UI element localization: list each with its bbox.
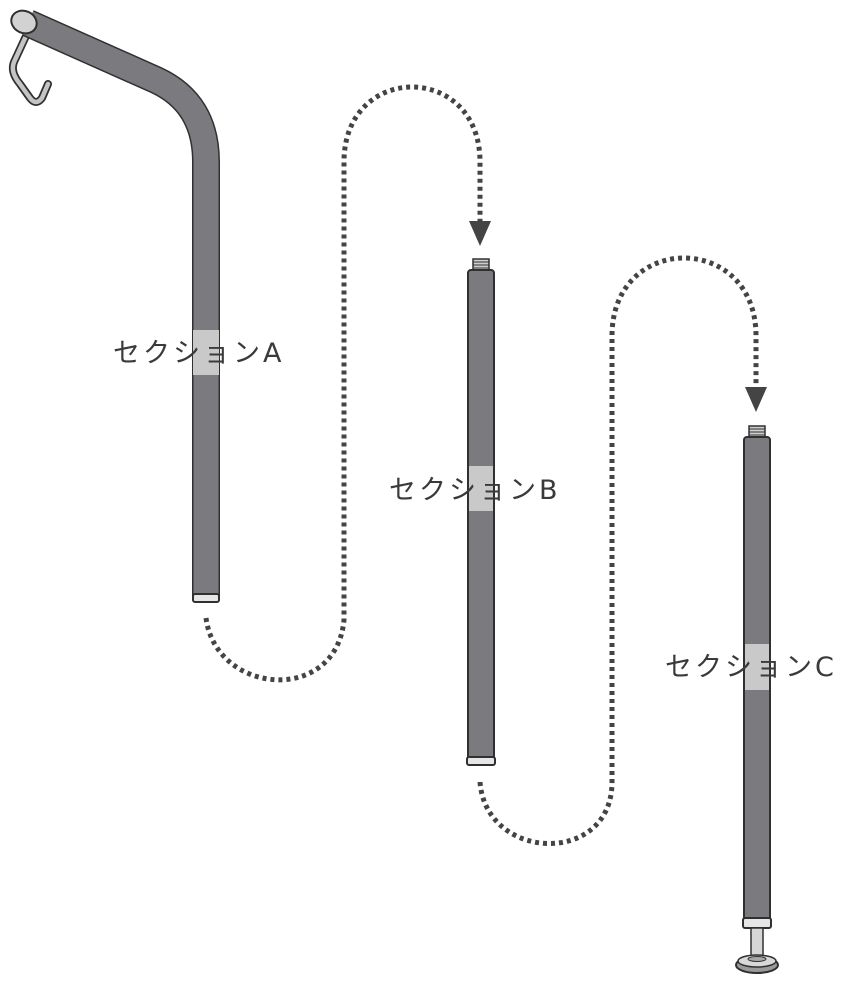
connector-a-to-b [203,84,483,683]
section-c-label: セクションC [665,652,837,683]
arrow-down-icon [745,387,767,412]
arrow-down-icon [469,221,491,246]
section-a-bottom-rim [192,593,220,603]
section-b-label: セクションB [389,475,561,506]
section-c-adjuster-screw [750,927,764,959]
connector-b-to-c [477,255,759,846]
section-a-label-band [193,330,219,375]
section-b-label-band [469,466,493,511]
section-a-top-cap [10,9,38,35]
section-a-pole [8,9,220,603]
section-a-label: セクションA [113,338,285,369]
section-b-tube [467,269,495,762]
section-b-bottom-rim [466,756,496,766]
section-c-bottom-collar [742,917,772,929]
section-a-tube [22,11,219,598]
section-c-pole [735,425,779,974]
section-b-pole [466,258,496,766]
section-c-label-band [745,644,769,690]
